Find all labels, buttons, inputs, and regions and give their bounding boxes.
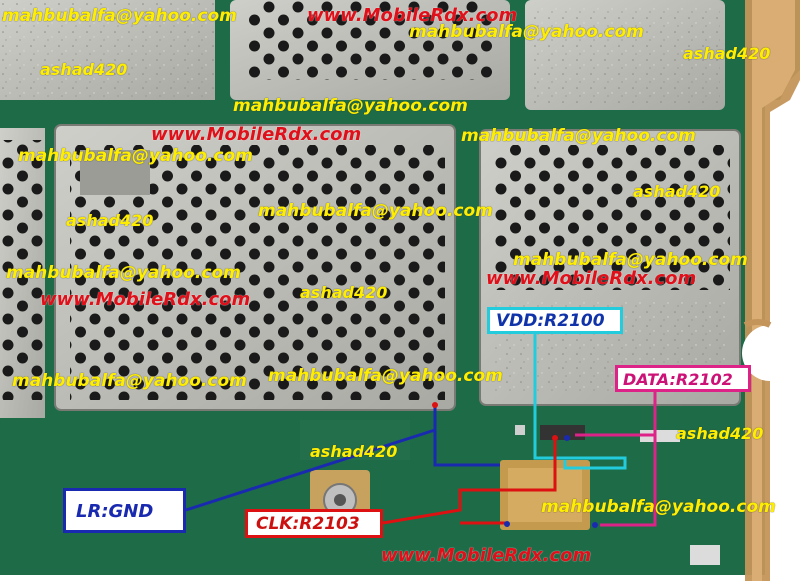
lr-trace-line bbox=[433, 405, 500, 467]
clk-trace-line bbox=[382, 440, 557, 525]
watermark-site: www.MobileRdx.com bbox=[381, 545, 592, 566]
watermark-email: mahbubalfa@yahoo.com bbox=[541, 497, 776, 517]
watermark-ashad: ashad420 bbox=[683, 44, 771, 63]
watermark-email: mahbubalfa@yahoo.com bbox=[461, 126, 696, 146]
watermark-email: mahbubalfa@yahoo.com bbox=[2, 6, 237, 26]
board-notch bbox=[742, 325, 798, 381]
watermark-site: www.MobileRdx.com bbox=[307, 5, 518, 26]
watermark-ashad: ashad420 bbox=[676, 424, 764, 443]
watermark-email: mahbubalfa@yahoo.com bbox=[18, 146, 253, 166]
watermark-email: mahbubalfa@yahoo.com bbox=[513, 250, 748, 270]
watermark-ashad: ashad420 bbox=[633, 182, 721, 201]
watermark-site: www.MobileRdx.com bbox=[151, 124, 362, 145]
watermark-ashad: ashad420 bbox=[310, 442, 398, 461]
watermark-site: www.MobileRdx.com bbox=[486, 268, 697, 289]
vdd-trace-line bbox=[533, 334, 627, 470]
watermark-email: mahbubalfa@yahoo.com bbox=[233, 96, 468, 116]
watermark-ashad: ashad420 bbox=[66, 211, 154, 230]
watermark-email: mahbubalfa@yahoo.com bbox=[6, 263, 241, 283]
label-vdd-r2100: VDD:R2100 bbox=[487, 307, 623, 334]
watermark-ashad: ashad420 bbox=[300, 283, 388, 302]
watermark-site: www.MobileRdx.com bbox=[40, 289, 251, 310]
watermark-email: mahbubalfa@yahoo.com bbox=[12, 371, 247, 391]
watermark-email: mahbubalfa@yahoo.com bbox=[268, 366, 503, 386]
label-clk-r2103: CLK:R2103 bbox=[245, 509, 383, 538]
label-lr-gnd: LR:GND bbox=[63, 488, 186, 533]
watermark-email: mahbubalfa@yahoo.com bbox=[258, 201, 493, 221]
watermark-ashad: ashad420 bbox=[40, 60, 128, 79]
label-data-r2102: DATA:R2102 bbox=[615, 365, 751, 392]
watermark-email: mahbubalfa@yahoo.com bbox=[409, 22, 644, 42]
